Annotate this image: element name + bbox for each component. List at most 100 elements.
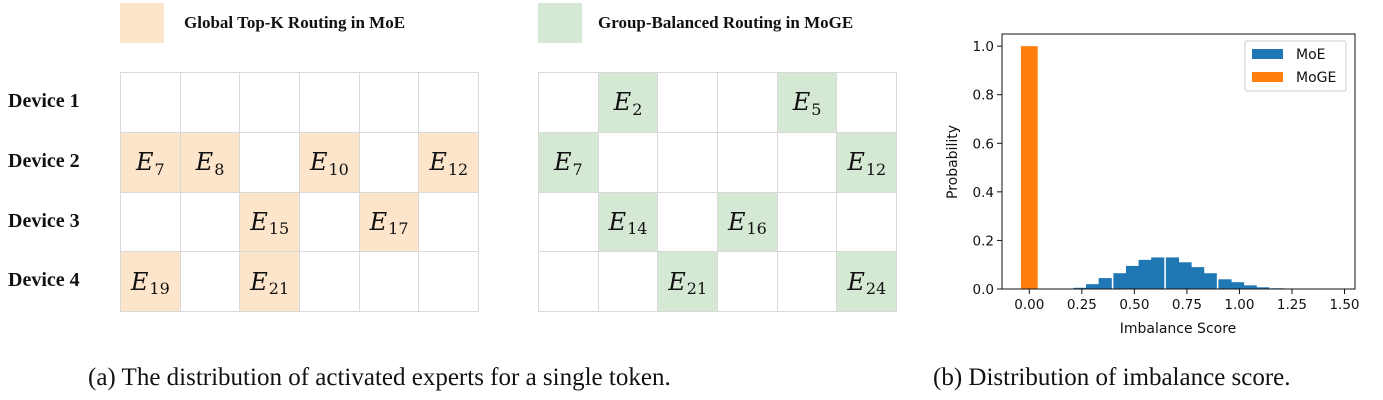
y-axis-label: Probability <box>945 125 961 199</box>
x-tick-label: 0.00 <box>1014 297 1044 313</box>
empty-cell <box>300 192 360 253</box>
histogram-bar-moe <box>1073 287 1087 289</box>
legend-swatch-moe-chart <box>1252 49 1283 59</box>
expert-label: E <box>309 148 328 177</box>
expert-index: 5 <box>811 99 822 119</box>
empty-cell <box>777 192 838 253</box>
expert-index: 19 <box>149 279 170 299</box>
expert-index: 15 <box>268 219 290 239</box>
empty-cell <box>180 73 241 133</box>
y-axis-ticks: 0.00.20.40.60.81.0 <box>973 39 1002 298</box>
expert-label: E <box>250 267 268 296</box>
legend-label-moe-chart: MoE <box>1296 47 1326 63</box>
expert-label: E <box>195 148 214 177</box>
empty-cell <box>539 192 599 253</box>
empty-cell <box>777 132 838 193</box>
x-tick-label: 1.25 <box>1277 297 1307 313</box>
x-tick-label: 1.50 <box>1329 297 1359 313</box>
expert-index: 17 <box>388 219 409 239</box>
histogram-bars <box>1020 46 1297 290</box>
expert-index: 12 <box>865 159 887 179</box>
expert-label: E <box>429 148 447 177</box>
axes-frame <box>1001 33 1356 290</box>
empty-cell <box>180 192 241 253</box>
empty-cell <box>658 132 719 193</box>
histogram-bar-moe <box>1256 287 1270 289</box>
expert-label: E <box>130 267 149 296</box>
expert-label: E <box>369 207 388 236</box>
empty-cell <box>718 73 778 133</box>
empty-cell <box>837 73 898 133</box>
x-axis-label: Imbalance Score <box>1120 321 1237 337</box>
expert-label: E <box>553 148 572 177</box>
empty-cell <box>598 132 659 193</box>
x-tick-label: 0.75 <box>1172 297 1202 313</box>
empty-cell <box>419 192 480 253</box>
empty-cell <box>359 132 420 193</box>
empty-cell <box>121 73 181 133</box>
empty-cell <box>419 73 480 133</box>
legend-label-moge: Group-Balanced Routing in MoGE <box>598 13 854 32</box>
expert-index: 7 <box>154 159 165 179</box>
expert-label: E <box>847 267 865 296</box>
expert-label: E <box>250 207 268 236</box>
y-tick-label: 0.0 <box>973 282 994 298</box>
device-label-2: Device 2 <box>8 150 80 172</box>
expert-index: 16 <box>746 219 767 239</box>
expert-label: E <box>792 88 811 117</box>
empty-cell <box>359 73 420 133</box>
histogram-bar-moe <box>1138 259 1152 289</box>
x-tick-label: 0.50 <box>1119 297 1149 313</box>
histogram-bar-moe <box>1191 267 1205 289</box>
legend-label-moge-chart: MoGE <box>1296 70 1336 86</box>
empty-cell <box>539 73 599 133</box>
expert-label: E <box>847 148 865 177</box>
empty-cell <box>598 252 659 312</box>
histogram-bar-moe <box>1243 285 1257 289</box>
device-label-3: Device 3 <box>8 210 80 232</box>
expert-index: 21 <box>686 279 708 299</box>
device-label-4: Device 4 <box>8 269 80 291</box>
y-tick-label: 0.4 <box>973 185 994 201</box>
expert-index: 21 <box>268 279 290 299</box>
caption-b: (b) Distribution of imbalance score. <box>933 364 1291 391</box>
y-tick-label: 1.0 <box>973 39 994 55</box>
empty-cell <box>777 252 838 312</box>
expert-label: E <box>668 267 686 296</box>
y-tick-label: 0.6 <box>973 136 994 152</box>
histogram-bar-moe <box>1218 279 1232 289</box>
empty-cell <box>539 252 599 312</box>
empty-cell <box>300 252 360 312</box>
empty-cell <box>180 252 241 312</box>
empty-cell <box>121 192 181 253</box>
empty-cell <box>658 192 719 253</box>
histogram-bar-moe <box>1151 257 1165 289</box>
empty-cell <box>837 192 898 253</box>
histogram-bar-moe <box>1113 273 1127 289</box>
empty-cell <box>718 132 778 193</box>
caption-a: (a) The distribution of activated expert… <box>88 364 671 391</box>
device-label-1: Device 1 <box>8 90 80 112</box>
expert-label: E <box>135 148 154 177</box>
histogram-bar-moe <box>1165 257 1180 289</box>
chart-legend: MoE MoGE <box>1244 40 1347 92</box>
x-tick-label: 0.25 <box>1067 297 1097 313</box>
expert-index: 12 <box>447 159 469 179</box>
legend-swatch-moge-chart <box>1252 72 1283 82</box>
expert-label: E <box>608 207 627 236</box>
